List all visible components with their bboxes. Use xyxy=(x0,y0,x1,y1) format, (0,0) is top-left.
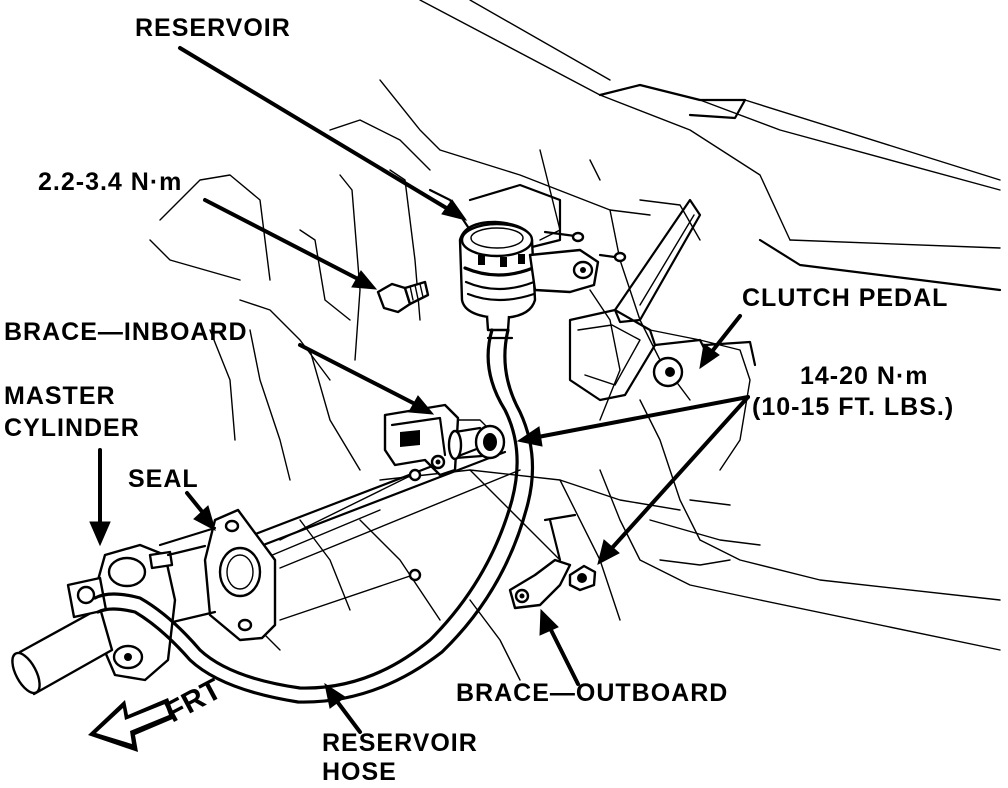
reservoir-hose-label-line1: RESERVOIR xyxy=(322,729,478,757)
brace-outboard-label: BRACE—OUTBOARD xyxy=(456,679,729,707)
leader-arrows xyxy=(89,46,750,734)
clutch-pedal-label: CLUTCH PEDAL xyxy=(742,284,949,312)
master-cylinder-pushrod xyxy=(238,438,521,569)
seal-and-mount-plate xyxy=(158,468,422,642)
reservoir-label: RESERVOIR xyxy=(135,14,291,42)
torque-large-label-line1: 14-20 N·m xyxy=(800,362,929,390)
torque-large-label-line2: (10-15 FT. LBS.) xyxy=(752,393,955,421)
clutch-pedal-arm xyxy=(568,198,712,402)
reservoir-assembly xyxy=(458,220,627,332)
master-cylinder-label-line1: MASTER xyxy=(4,382,116,410)
front-direction-arrow xyxy=(88,698,175,752)
seal-label: SEAL xyxy=(128,465,199,493)
brace-outboard-part xyxy=(508,513,597,610)
reservoir-hose-label-line2: HOSE xyxy=(322,758,397,786)
master-cylinder-body xyxy=(11,543,207,696)
brace-inboard-label: BRACE—INBOARD xyxy=(4,318,248,346)
brace-inboard-part xyxy=(383,403,506,477)
torque-small-label: 2.2-3.4 N·m xyxy=(38,168,183,196)
reservoir-bolt xyxy=(376,280,430,314)
master-cylinder-label-line2: CYLINDER xyxy=(4,414,140,442)
reservoir-hose xyxy=(93,328,535,704)
